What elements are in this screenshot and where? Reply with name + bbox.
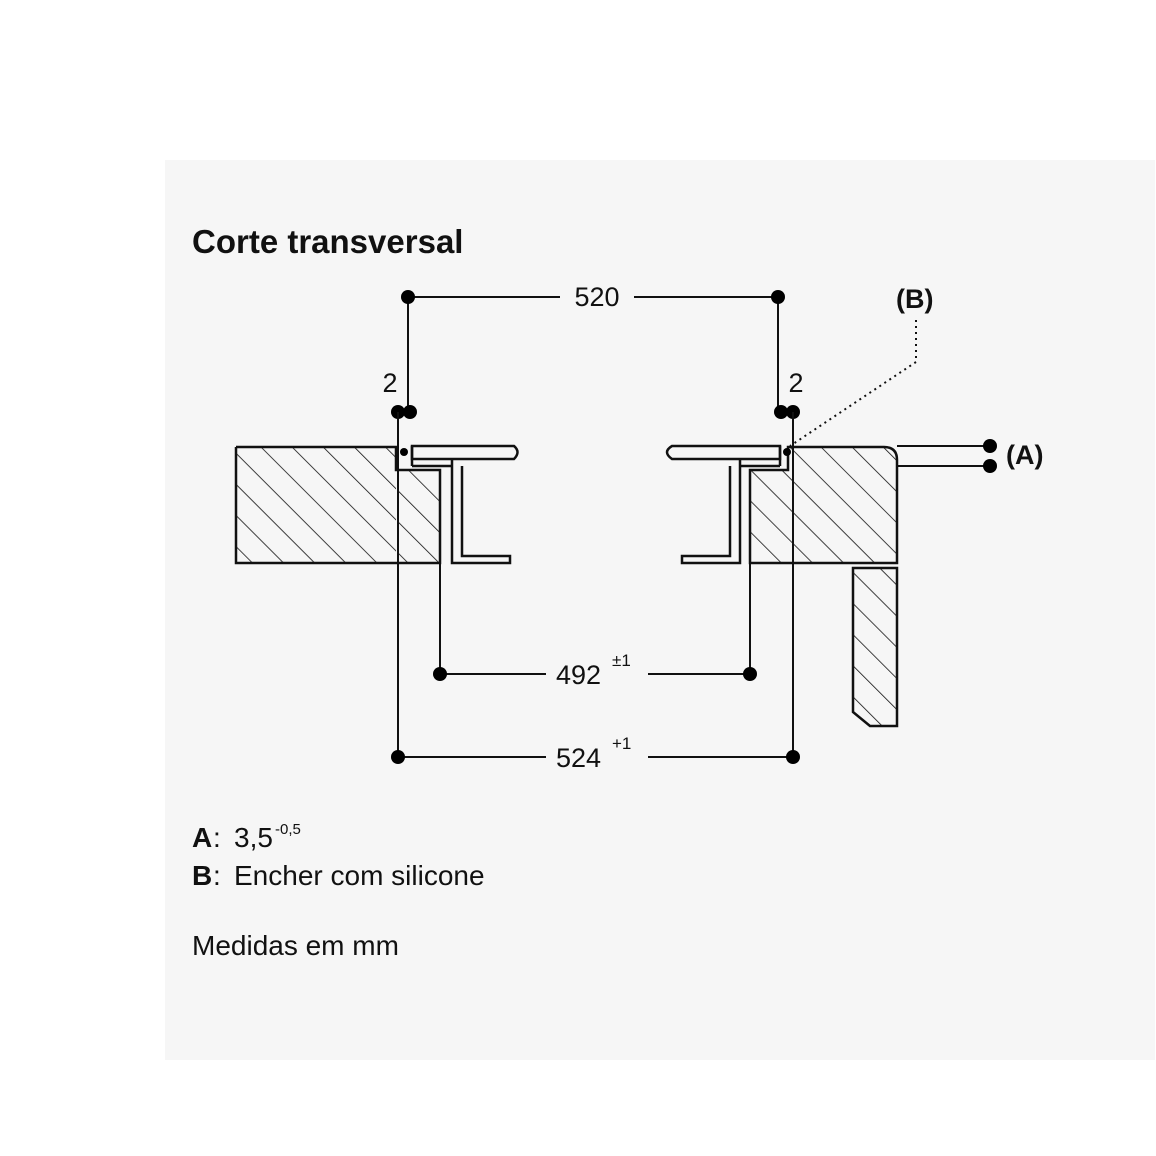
left-worktop bbox=[234, 445, 442, 565]
callout-a: (A) bbox=[897, 439, 1043, 473]
dimension-524-tolerance: +1 bbox=[612, 734, 631, 753]
legend-a-value: 3,5 bbox=[234, 822, 273, 853]
dimension-524-label: 524 bbox=[556, 743, 601, 773]
legend: A : 3,5 -0,5 B : Encher com silicone Med… bbox=[192, 821, 485, 961]
right-hob-edge bbox=[665, 444, 782, 565]
right-worktop bbox=[748, 445, 899, 565]
dimension-492: 492 ±1 bbox=[433, 563, 757, 690]
gap-right-label: 2 bbox=[788, 368, 803, 398]
page-title: Corte transversal bbox=[192, 223, 463, 260]
legend-b-key: B bbox=[192, 860, 212, 891]
callout-b-label: (B) bbox=[896, 284, 933, 314]
legend-b-value: Encher com silicone bbox=[234, 860, 485, 891]
legend-a-key: A bbox=[192, 822, 212, 853]
dimension-520-label: 520 bbox=[574, 282, 619, 312]
dimension-492-label: 492 bbox=[556, 660, 601, 690]
legend-a-sep: : bbox=[213, 822, 221, 853]
drawing-panel bbox=[165, 160, 1155, 1060]
units-note: Medidas em mm bbox=[192, 930, 399, 961]
legend-a-tolerance: -0,5 bbox=[275, 821, 301, 838]
dimension-520: 520 bbox=[401, 282, 785, 412]
legend-b-sep: : bbox=[213, 860, 221, 891]
gap-left-label: 2 bbox=[382, 368, 397, 398]
left-hob-edge bbox=[410, 444, 519, 565]
callout-a-label: (A) bbox=[1006, 440, 1043, 470]
dimension-524: 524 +1 bbox=[391, 734, 800, 773]
dimension-492-tolerance: ±1 bbox=[612, 651, 631, 670]
right-side-panel bbox=[851, 566, 899, 728]
callout-b: (B) bbox=[789, 284, 933, 447]
